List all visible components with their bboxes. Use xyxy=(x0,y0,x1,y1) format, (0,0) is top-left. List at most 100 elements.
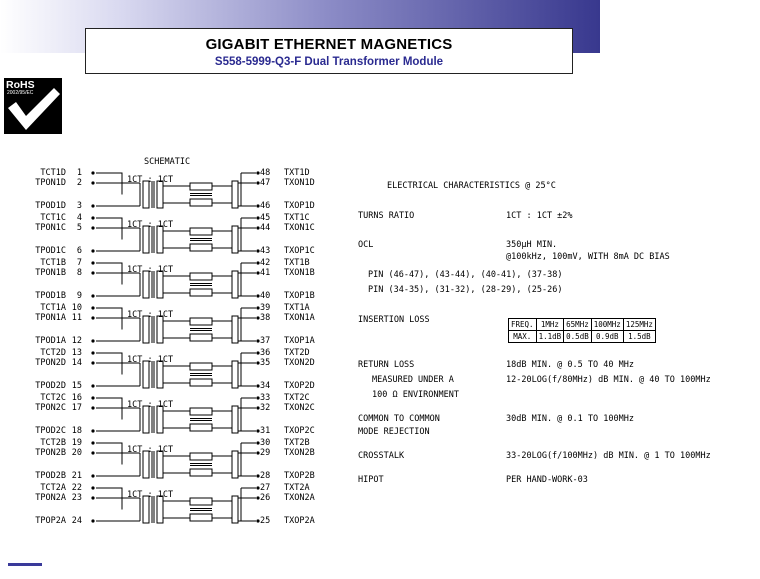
choke xyxy=(189,468,213,477)
choke xyxy=(189,423,213,432)
pin-number: 13 xyxy=(71,348,82,358)
pin-dot xyxy=(91,351,95,355)
pin-label: TCT1A xyxy=(40,303,66,313)
pin-label: TCT2B xyxy=(40,438,66,448)
pin-label: TXT2D xyxy=(284,348,310,358)
rohs-label: RoHS xyxy=(6,79,35,91)
wire xyxy=(96,172,123,195)
choke xyxy=(189,362,213,371)
table-row: FREQ. 1MHz 65MHz 100MHz 125MHz xyxy=(508,318,656,331)
pin-label: TXT2C xyxy=(284,393,310,403)
ocl-pins-2: PIN (34-35), (31-32), (28-29), (25-26) xyxy=(368,285,563,295)
rohs-logo: RoHS 2002/95/EC xyxy=(4,78,62,134)
pin-number: 36 xyxy=(260,348,271,358)
pin-number: 24 xyxy=(71,516,82,526)
return-loss-sub-2: 100 Ω ENVIRONMENT xyxy=(372,390,459,400)
pin-label: TCT2C xyxy=(40,393,66,403)
pin-dot xyxy=(91,181,95,185)
pin-dot xyxy=(91,486,95,490)
pin-label: TPOD2D xyxy=(35,381,66,391)
pin-label: TPON2B xyxy=(35,448,66,458)
checkmark-icon xyxy=(8,88,60,130)
ratio-label: 1CT : 1CT xyxy=(127,445,173,455)
coil xyxy=(142,270,150,299)
choke xyxy=(189,407,213,416)
pin-number: 3 xyxy=(76,201,82,211)
ratio-label: 1CT : 1CT xyxy=(127,220,173,230)
table-cell: 1.5dB xyxy=(622,330,656,343)
pin-label: TCT1D xyxy=(40,168,66,178)
right-pin-row: 34 TXOP2D xyxy=(260,381,315,391)
page-subtitle: S558-5999-Q3-F Dual Transformer Module xyxy=(214,56,444,68)
pin-dot xyxy=(91,519,95,523)
pin-dot xyxy=(91,451,95,455)
pin-label: TXT2A xyxy=(284,483,310,493)
pin-label: TPOD1A xyxy=(35,336,66,346)
pin-label: TCT2A xyxy=(40,483,66,493)
coil xyxy=(142,495,150,524)
return-loss-label: RETURN LOSS xyxy=(358,360,415,370)
pin-number: 38 xyxy=(260,313,271,323)
pin-dot xyxy=(91,474,95,478)
pin-label: TPOD2B xyxy=(35,471,66,481)
pin-label: TPON1B xyxy=(35,268,66,278)
choke xyxy=(189,452,213,461)
pin-number: 2 xyxy=(76,178,82,188)
choke xyxy=(189,182,213,191)
pin-label: TXOP1A xyxy=(284,336,315,346)
pin-number: 14 xyxy=(71,358,82,368)
pin-dot xyxy=(91,271,95,275)
pin-number: 41 xyxy=(260,268,271,278)
pin-dot xyxy=(91,216,95,220)
coil xyxy=(156,180,164,209)
ocl-condition: @100kHz, 100mV, WITH 8mA DC BIAS xyxy=(506,252,670,262)
pin-label: TPON2C xyxy=(35,403,66,413)
pin-label: TCT2D xyxy=(40,348,66,358)
page-title: GIGABIT ETHERNET MAGNETICS xyxy=(205,36,453,53)
coil xyxy=(231,225,239,254)
pin-number: 39 xyxy=(260,303,271,313)
pin-label: TXOP2C xyxy=(284,426,315,436)
wire xyxy=(96,307,123,330)
pin-number: 29 xyxy=(260,448,271,458)
pin-label: TXOP1D xyxy=(284,201,315,211)
ratio-label: 1CT : 1CT xyxy=(127,355,173,365)
table-cell: MAX. xyxy=(508,330,537,343)
pin-number: 33 xyxy=(260,393,271,403)
pin-number: 11 xyxy=(71,313,82,323)
pin-label: TXON2A xyxy=(284,493,315,503)
coil xyxy=(231,180,239,209)
return-loss-value-1: 18dB MIN. @ 0.5 TO 40 MHz xyxy=(506,360,634,370)
pin-dot xyxy=(91,339,95,343)
pin-label: TCT1B xyxy=(40,258,66,268)
pin-number: 34 xyxy=(260,381,271,391)
coil xyxy=(231,360,239,389)
pin-label: TXOP2D xyxy=(284,381,315,391)
pin-label: TPON2A xyxy=(35,493,66,503)
pin-dot xyxy=(91,306,95,310)
coil xyxy=(142,180,150,209)
pin-label: TPON1A xyxy=(35,313,66,323)
table-cell: 100MHz xyxy=(590,318,624,331)
pin-dot xyxy=(91,361,95,365)
pin-label: TXON1A xyxy=(284,313,315,323)
left-pin-row: TPOD1D 3 xyxy=(6,201,82,211)
pin-number: 16 xyxy=(71,393,82,403)
pin-dot xyxy=(91,226,95,230)
pin-label: TXT2B xyxy=(284,438,310,448)
pin-label: TPOD1D xyxy=(35,201,66,211)
pin-number: 22 xyxy=(71,483,82,493)
